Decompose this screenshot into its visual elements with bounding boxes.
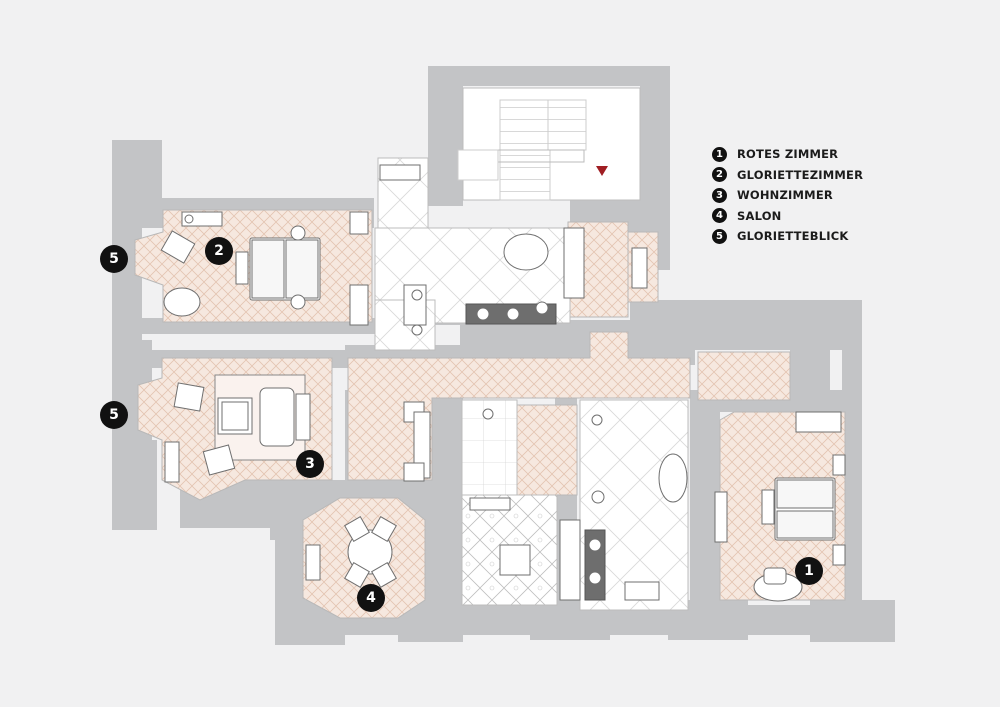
legend-number: 1 (712, 146, 727, 162)
marker-wohnzimmer: 3 (296, 450, 324, 478)
marker-rotes-zimmer: 1 (795, 557, 823, 585)
legend-number: 3 (712, 187, 727, 203)
legend-label: GLORIETTEZIMMER (737, 167, 864, 182)
legend-item-rotes-zimmer: 1 ROTES ZIMMER (712, 144, 902, 165)
legend-number: 2 (712, 167, 727, 183)
legend-number: 5 (712, 228, 727, 244)
legend-label: ROTES ZIMMER (737, 147, 839, 162)
entrance-arrow (596, 166, 608, 176)
legend-label: SALON (737, 208, 782, 223)
legend-label: GLORIETTEBLICK (737, 229, 849, 244)
marker-glorietteblick-lower: 5 (100, 401, 128, 429)
legend: 1 ROTES ZIMMER 2 GLORIETTEZIMMER 3 WOHNZ… (712, 144, 902, 247)
marker-gloriettezimmer: 2 (205, 237, 233, 265)
legend-item-glorietteblick: 5 GLORIETTEBLICK (712, 226, 902, 247)
marker-salon: 4 (357, 584, 385, 612)
marker-glorietteblick-upper: 5 (100, 245, 128, 273)
legend-item-salon: 4 SALON (712, 206, 902, 227)
legend-item-gloriettezimmer: 2 GLORIETTEZIMMER (712, 165, 902, 186)
furniture (160, 164, 846, 602)
legend-number: 4 (712, 208, 727, 224)
legend-label: WOHNZIMMER (737, 188, 833, 203)
legend-item-wohnzimmer: 3 WOHNZIMMER (712, 185, 902, 206)
